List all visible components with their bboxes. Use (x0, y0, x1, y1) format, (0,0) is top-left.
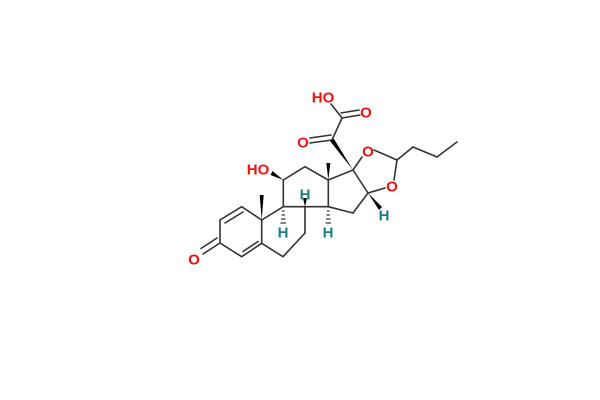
acid-hydroxyl-label: HO (312, 90, 335, 107)
bonds (200, 103, 458, 258)
h8-label: H (300, 187, 311, 204)
h14-label: H (323, 225, 334, 242)
ketone-oxygen-label: O (188, 252, 200, 269)
acid-carbonyl-oxygen-label: O (360, 105, 372, 122)
dioxolane-oxygen-1-label: O (362, 144, 374, 161)
atom-labels: O HO O HO O O O H H H H (188, 90, 398, 269)
h9-label: H (278, 225, 289, 242)
ketone-20-oxygen-label: O (297, 135, 309, 152)
h16-label: H (379, 208, 390, 225)
dioxolane-oxygen-2-label: O (386, 179, 398, 196)
hydroxyl-label: HO (247, 162, 270, 179)
